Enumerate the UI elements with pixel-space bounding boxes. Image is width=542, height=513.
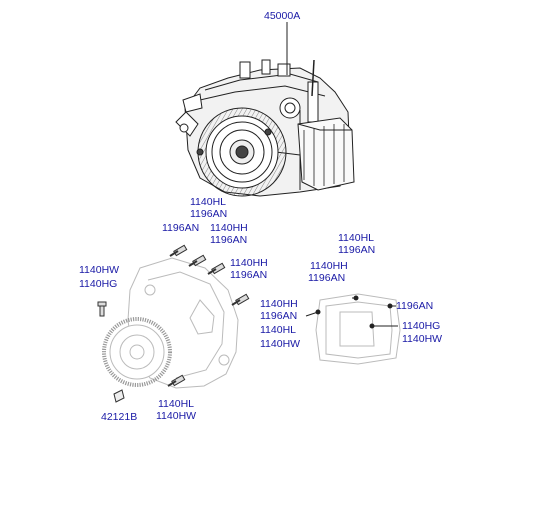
part-label[interactable]: 1196AN xyxy=(308,272,346,284)
bolt-icon xyxy=(207,262,226,275)
bolt-icon xyxy=(167,374,186,387)
part-label[interactable]: 1140HL xyxy=(260,324,297,336)
part-label[interactable]: 1140HH xyxy=(310,260,348,272)
part-label[interactable]: 1140HW xyxy=(402,333,443,345)
bolt-icon xyxy=(231,293,250,306)
bolts[interactable] xyxy=(97,244,250,403)
part-label[interactable]: 1140HG xyxy=(79,278,118,290)
part-label[interactable]: 1140HW xyxy=(79,264,120,276)
bolt-icon xyxy=(169,244,188,257)
part-label[interactable]: 1196AN xyxy=(190,208,228,220)
part-label[interactable]: 1140HL xyxy=(158,398,195,410)
part-label[interactable]: 1140HG xyxy=(402,320,441,332)
transaxle-housing[interactable] xyxy=(127,257,239,389)
drive-plate[interactable] xyxy=(102,317,172,387)
part-label[interactable]: 1140HH xyxy=(230,257,268,269)
bolt-icon xyxy=(188,254,207,267)
right-leaders xyxy=(305,295,398,329)
part-label[interactable]: 1196AN xyxy=(210,234,248,246)
part-label[interactable]: 1140HL xyxy=(338,232,375,244)
part-label[interactable]: 1140HW xyxy=(260,338,301,350)
bolt-icon xyxy=(97,301,107,317)
part-label[interactable]: 1140HW xyxy=(156,410,197,422)
plate-icon xyxy=(113,389,125,403)
part-label[interactable]: 1196AN xyxy=(162,222,200,234)
part-label[interactable]: 1196AN xyxy=(260,310,298,322)
part-label[interactable]: 1196AN xyxy=(396,300,434,312)
part-label[interactable]: 1140HH xyxy=(260,298,298,310)
part-label[interactable]: 1140HH xyxy=(210,222,248,234)
side-cover[interactable] xyxy=(315,293,401,365)
part-label[interactable]: 1140HL xyxy=(190,196,227,208)
part-label-45000a[interactable]: 45000A xyxy=(264,10,301,22)
part-label-42121b[interactable]: 42121B xyxy=(101,411,138,423)
transaxle-assembly[interactable] xyxy=(175,59,355,197)
part-label[interactable]: 1196AN xyxy=(338,244,376,256)
part-label[interactable]: 1196AN xyxy=(230,269,268,281)
